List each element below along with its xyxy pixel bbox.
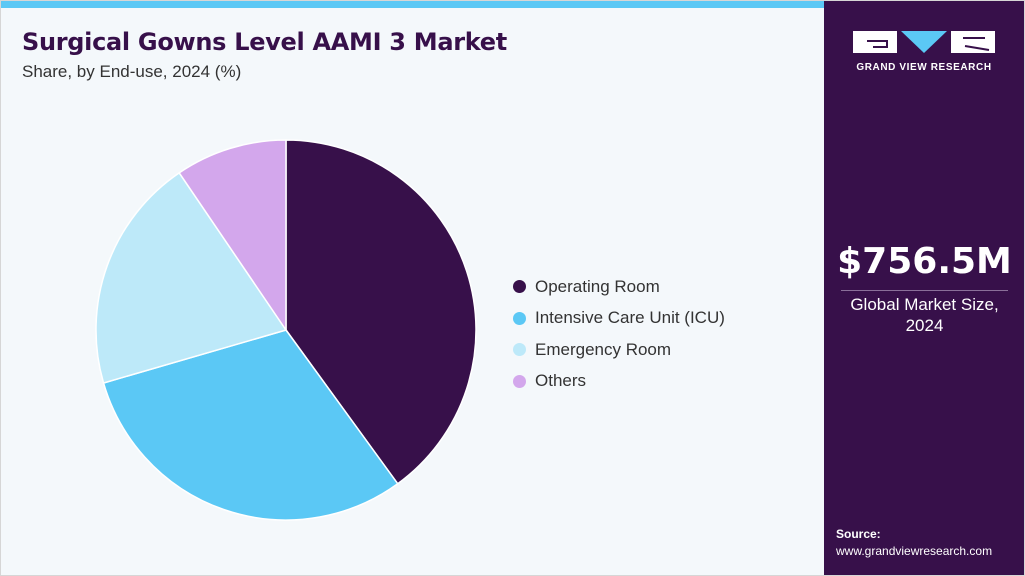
market-size-caption: Global Market Size, 2024 (824, 294, 1024, 336)
slice-operating-room (285, 139, 477, 485)
legend-label: Operating Room (535, 276, 660, 296)
slice-emergency-room (95, 171, 288, 384)
legend-label: Intensive Care Unit (ICU) (535, 308, 725, 328)
grand-view-research-logo: GRAND VIEW RESEARCH (853, 29, 995, 75)
legend-swatch (513, 374, 526, 388)
market-caption-line1: Global Market Size, (850, 295, 999, 314)
legend-item-operating-room: Operating Room (513, 271, 725, 303)
side-panel: GRAND VIEW RESEARCH $756.5M Global Marke… (824, 1, 1024, 575)
legend-swatch (513, 343, 526, 357)
market-caption-line2: 2024 (905, 316, 944, 335)
legend-item-icu: Intensive Care Unit (ICU) (513, 303, 725, 335)
legend-item-emergency-room: Emergency Room (513, 334, 725, 366)
pie-chart (95, 139, 477, 521)
source-url: www.grandviewresearch.com (836, 544, 993, 558)
market-size-value: $756.5M (837, 241, 1012, 282)
divider-line (841, 290, 1008, 291)
gvr-logo-icon (853, 31, 995, 53)
pie-slices (95, 139, 477, 521)
source-label: Source: (836, 527, 881, 541)
legend-label: Others (535, 371, 587, 391)
chart-legend: Operating Room Intensive Care Unit (ICU)… (513, 271, 725, 397)
chart-title: Surgical Gowns Level AAMI 3 Market (22, 28, 507, 56)
logo-text: GRAND VIEW RESEARCH (856, 62, 992, 73)
legend-item-others: Others (513, 366, 725, 398)
legend-swatch (513, 280, 526, 294)
legend-label: Emergency Room (535, 339, 672, 359)
legend-swatch (513, 311, 526, 325)
accent-top-bar (1, 1, 824, 8)
chart-subtitle: Share, by End-use, 2024 (%) (22, 62, 242, 81)
slice-others (178, 139, 287, 333)
slice-icu (102, 329, 399, 521)
